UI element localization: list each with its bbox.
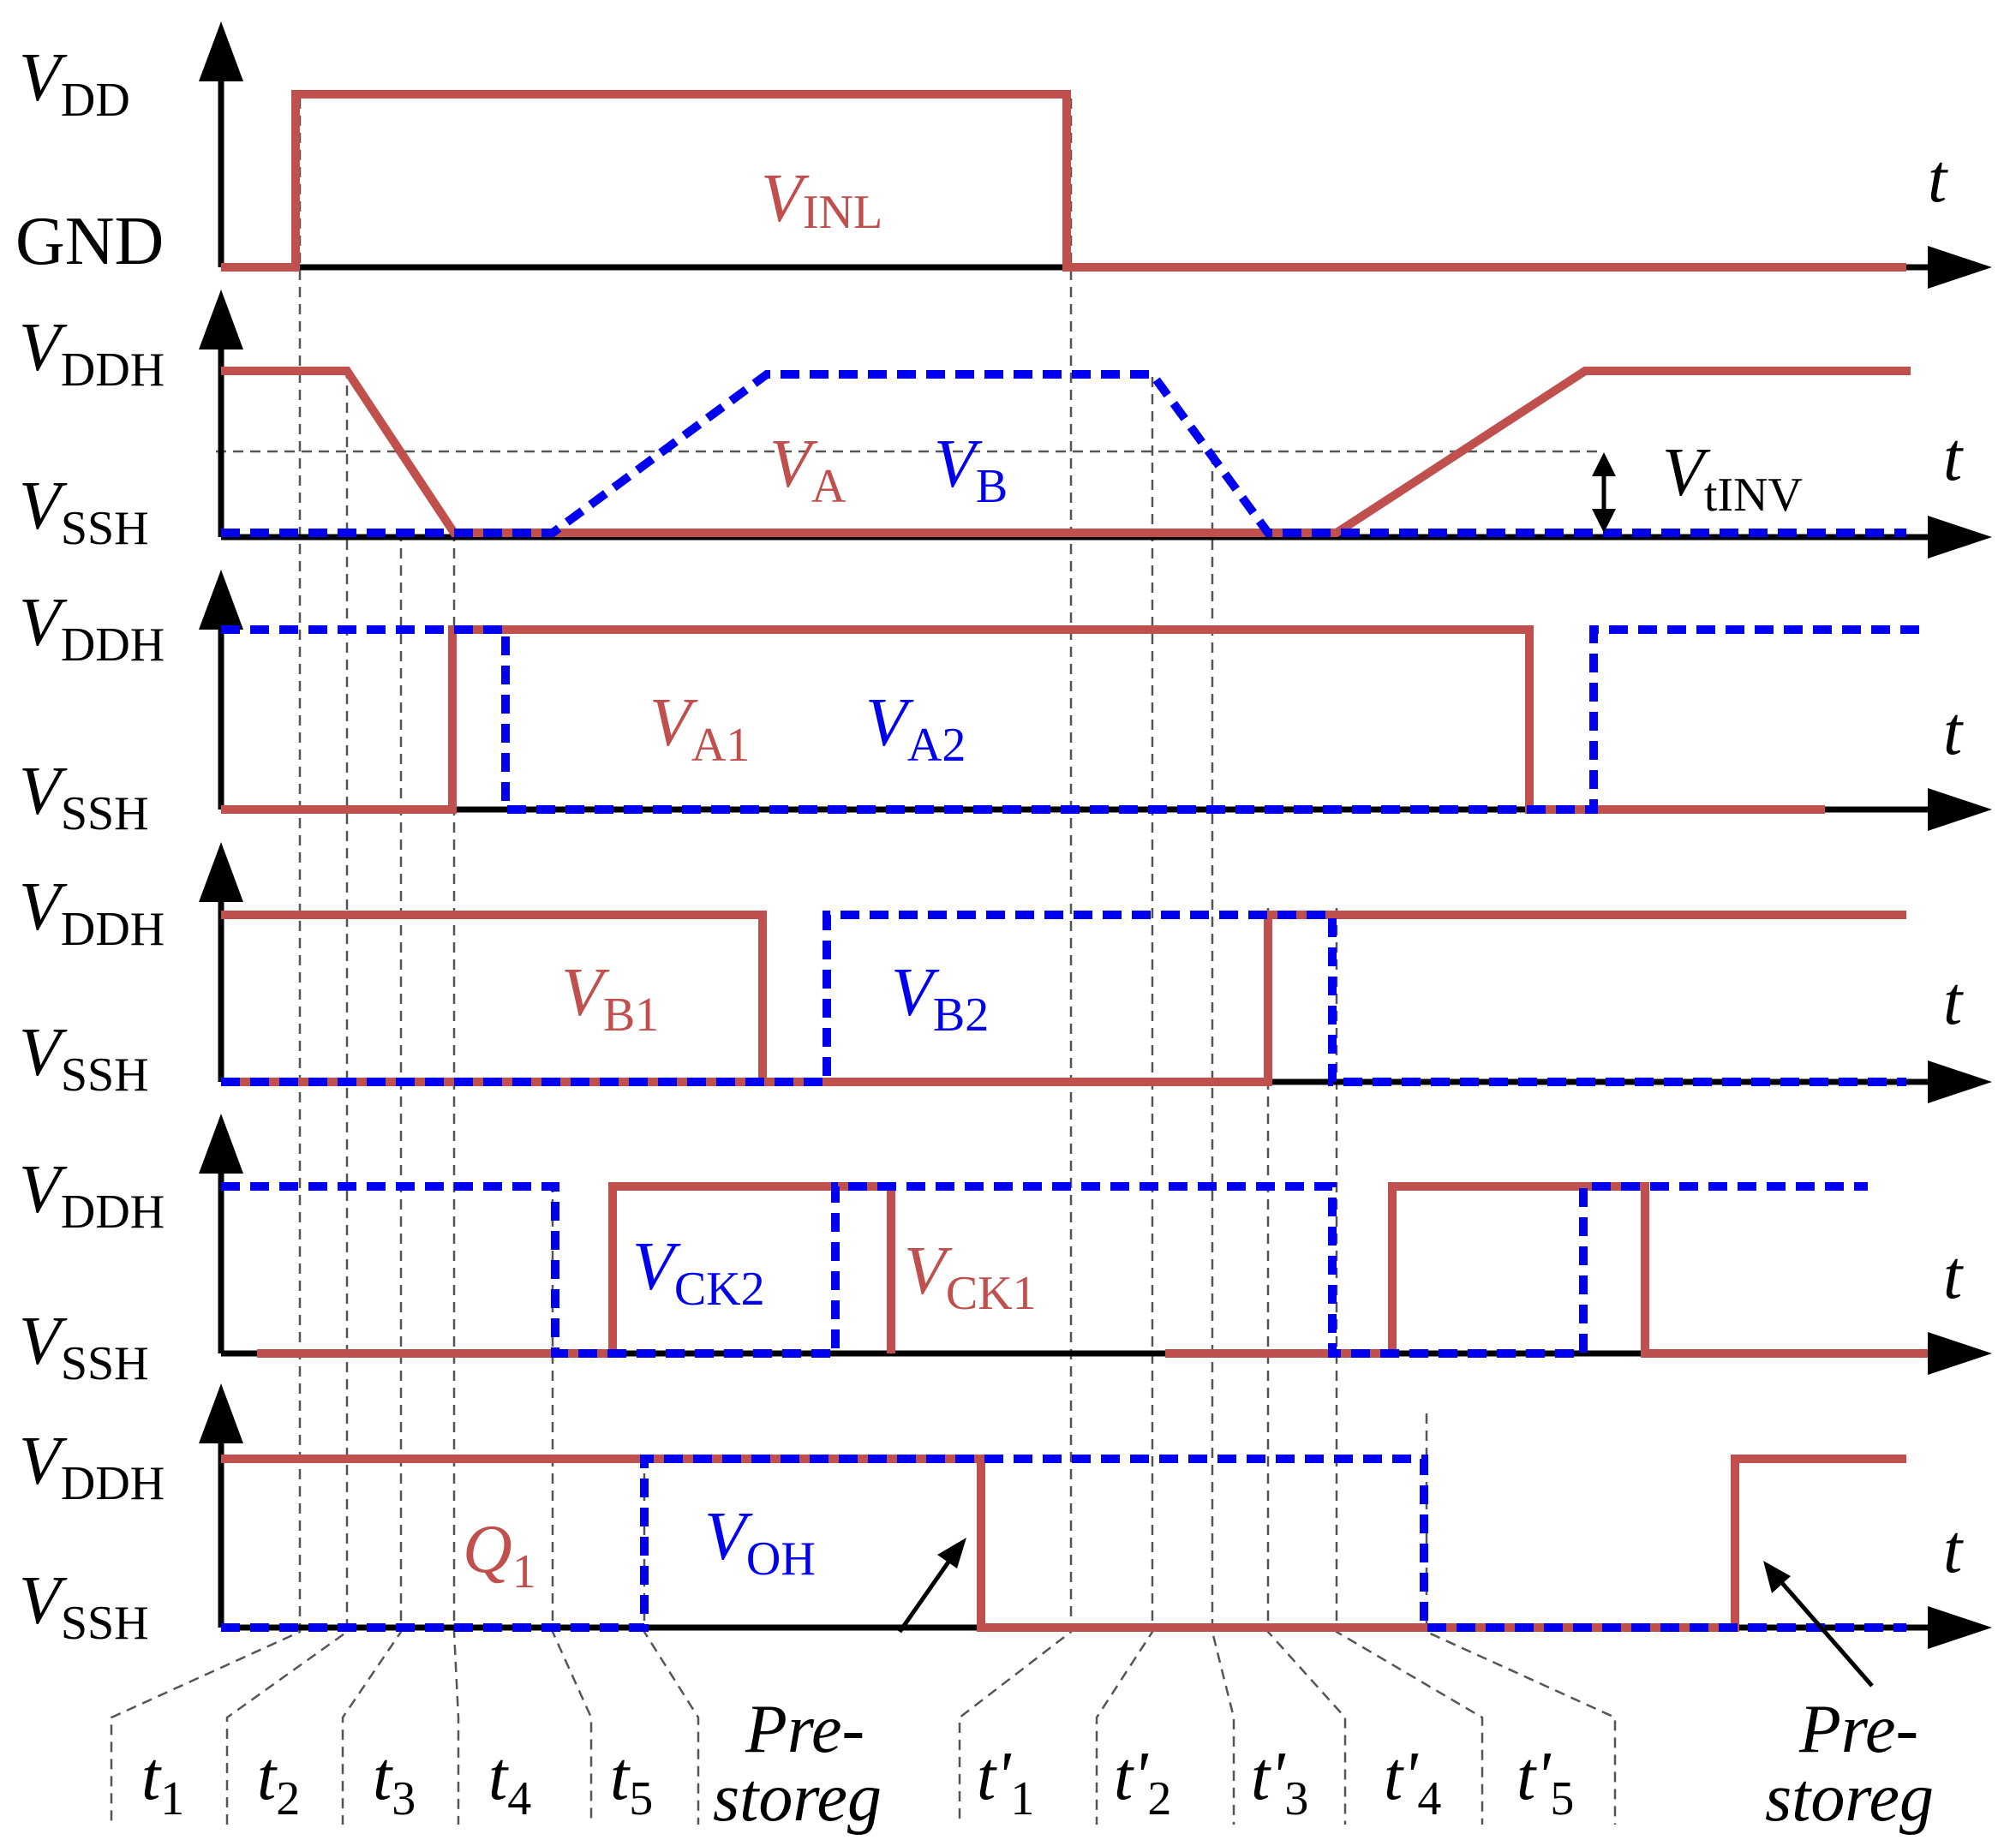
time-label-tp3: t'3: [1251, 1739, 1308, 1825]
label-va: VA: [769, 427, 846, 513]
label-va2: VA2: [865, 685, 966, 772]
time-label-tp5: t'5: [1516, 1739, 1574, 1825]
prestore-arrow-line-2: [1780, 1581, 1874, 1688]
t-label-4: t: [1943, 964, 1964, 1039]
vb-trace: [221, 370, 1906, 537]
vtinv-arrow-up: [1592, 452, 1616, 476]
t-label-1: t: [1928, 141, 1948, 217]
t-label-3: t: [1943, 694, 1964, 769]
level-labels: VDD GND VDDH VSSH VDDH VSSH VDDH VSSH VD…: [15, 40, 165, 1650]
vck2-trace: [221, 1182, 1868, 1358]
y-axis-arrow: [199, 1383, 243, 1443]
panel-va-vb: [199, 290, 1992, 559]
prestore-label-1-line1: Pre-: [745, 1692, 864, 1767]
label-vb: VB: [934, 427, 1008, 513]
panel-vb1-vb2: [199, 842, 1992, 1103]
t-label-5: t: [1943, 1238, 1964, 1313]
y-axis-arrow: [199, 842, 243, 902]
x-axis-arrow: [1928, 516, 1992, 559]
prestore-label-1-line2: storeg: [713, 1760, 882, 1836]
y-axis-arrow: [199, 290, 243, 349]
vinl-trace: [221, 90, 1906, 272]
signal-labels: VINL VA VB VtINV VA1 VA2 VB1 VB2 VCK2 VC…: [463, 161, 1803, 1598]
voh-trace: [221, 1455, 1906, 1632]
label-q1: Q1: [463, 1512, 536, 1598]
prestore-arrowhead-2: [1763, 1561, 1791, 1593]
level-vssh-6: VSSH: [19, 1563, 149, 1650]
axis-t-labels: t t t t t t: [1928, 141, 1964, 1587]
x-axis-arrow: [1928, 246, 1992, 289]
level-gnd: GND: [15, 204, 164, 279]
y-axis-arrow: [199, 21, 243, 81]
level-vddh-5: VDDH: [19, 1152, 165, 1239]
time-label-t4: t4: [488, 1739, 531, 1825]
prestore-label-2-line1: Pre-: [1798, 1692, 1918, 1767]
timing-guides: [110, 99, 1617, 1825]
label-va1: VA1: [649, 685, 750, 772]
y-axis-arrow: [199, 570, 243, 630]
level-vssh-5: VSSH: [19, 1304, 149, 1390]
label-vb1: VB1: [561, 955, 659, 1042]
t-label-6: t: [1943, 1512, 1964, 1587]
time-label-t2: t2: [257, 1739, 300, 1825]
time-labels: t1 t2 t3 t4 t5 t'1 t'2 t'3 t'4 t'5 Pre- …: [141, 1692, 1934, 1836]
panel-vck2-vck1: [199, 1114, 1992, 1375]
va1-trace: [221, 625, 1825, 814]
vb1-trace: [221, 911, 1906, 1086]
vck1-trace: [257, 1182, 1928, 1358]
x-axis-arrow: [1928, 1060, 1992, 1103]
panel-va1-va2: [199, 570, 1992, 831]
level-vdd: VDD: [19, 40, 130, 127]
label-vtinv: VtINV: [1662, 435, 1803, 522]
y-axis-arrow: [199, 1114, 243, 1174]
panel-vinl: [199, 21, 1992, 289]
label-vck2: VCK2: [632, 1229, 765, 1316]
prestore-arrow-line-1: [897, 1559, 952, 1634]
t-label-2: t: [1943, 420, 1964, 495]
level-vssh-4: VSSH: [19, 1015, 149, 1102]
x-axis-arrow: [1928, 1606, 1992, 1649]
label-vck1: VCK1: [904, 1234, 1037, 1320]
time-label-tp2: t'2: [1114, 1739, 1171, 1825]
vb2-trace: [221, 911, 1906, 1086]
level-vssh-2: VSSH: [19, 469, 149, 555]
level-vssh-3: VSSH: [19, 754, 149, 840]
x-axis-arrow: [1928, 788, 1992, 831]
label-vb2: VB2: [891, 955, 989, 1042]
va2-trace: [221, 625, 1919, 814]
time-label-t3: t3: [373, 1739, 416, 1825]
level-vddh-6: VDDH: [19, 1424, 165, 1510]
time-label-tp4: t'4: [1384, 1739, 1441, 1825]
time-label-tp1: t'1: [977, 1739, 1034, 1825]
level-vddh-3: VDDH: [19, 585, 165, 672]
time-label-t5: t5: [610, 1739, 653, 1825]
level-vddh-2: VDDH: [19, 310, 165, 397]
prestore-label-2-line2: storeg: [1765, 1760, 1934, 1836]
panel-q1-voh: [199, 1383, 1992, 1688]
label-voh: VOH: [704, 1499, 816, 1586]
time-label-t1: t1: [141, 1739, 184, 1825]
vtinv-arrow-down: [1592, 509, 1616, 533]
va-trace: [221, 367, 1911, 537]
label-vinl: VINL: [761, 161, 882, 239]
x-axis-arrow: [1928, 1332, 1992, 1375]
level-vddh-4: VDDH: [19, 869, 165, 956]
prestore-arrowhead-1: [937, 1538, 966, 1568]
